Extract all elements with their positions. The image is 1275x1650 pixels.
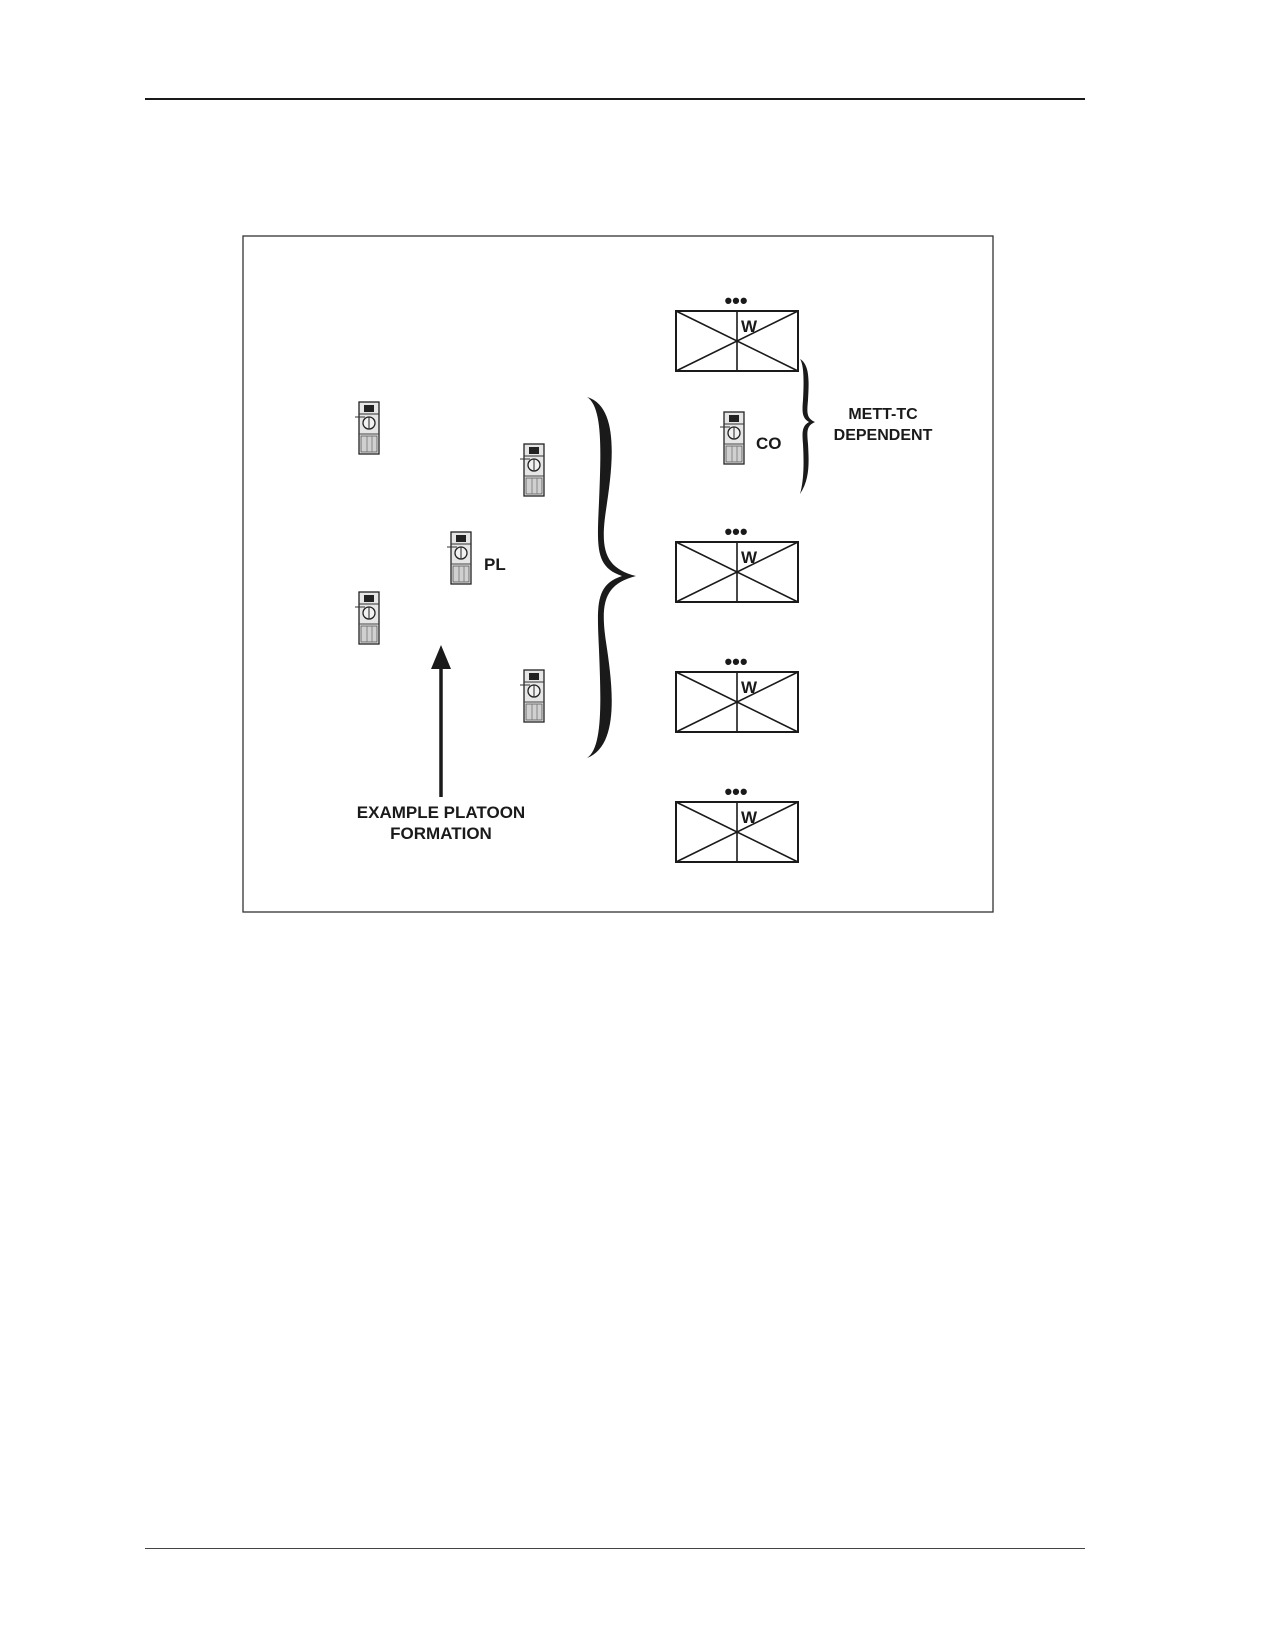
platoon-symbol-3: ••• W [675,649,799,733]
figure-frame [242,235,994,913]
platoon-leader-label: PL [484,555,506,574]
brace-icon [800,359,815,494]
tank-icon [519,669,545,723]
tank-icon [354,401,380,455]
arrow-up-icon [431,645,451,669]
dependent-label: DEPENDENT [834,427,933,444]
mett-tc-label: METT-TC [848,406,918,423]
unit-letter: W [741,317,758,336]
formation-label-line2: FORMATION [390,824,492,843]
footer-rule [145,1548,1085,1549]
tank-icon [446,531,472,585]
tank-icon [519,443,545,497]
unit-letter: W [741,678,758,697]
commander-label: CO [756,434,782,453]
platoon-size-marker: ••• [724,779,747,804]
platoon-size-marker: ••• [724,519,747,544]
platoon-symbol-1: ••• W [675,288,799,372]
unit-letter: W [741,548,758,567]
formation-label: EXAMPLE PLATOON [357,803,525,822]
platoon-symbol-2: ••• W [675,519,799,603]
platoon-size-marker: ••• [724,288,747,313]
platoon-symbol-4: ••• W [675,779,799,863]
tank-icon [719,411,745,465]
header-rule [145,98,1085,100]
platoon-size-marker: ••• [724,649,747,674]
tank-icon [354,591,380,645]
unit-letter: W [741,808,758,827]
brace-icon [587,397,636,758]
